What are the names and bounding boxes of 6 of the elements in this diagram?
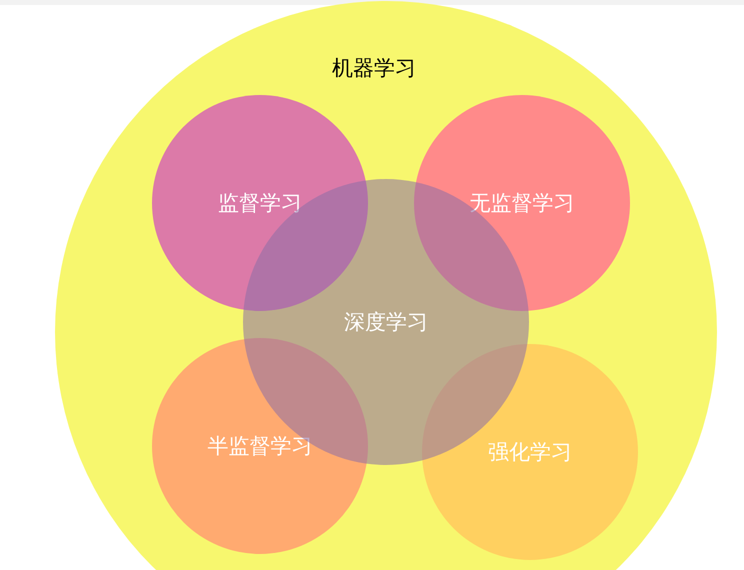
circle-label: 机器学习	[332, 55, 416, 82]
circle-label: 强化学习	[488, 439, 572, 466]
circle-label: 深度学习	[344, 309, 428, 336]
circle-label: 半监督学习	[208, 433, 312, 460]
circle-label: 无监督学习	[470, 190, 574, 217]
circle-label: 监督学习	[218, 190, 302, 217]
